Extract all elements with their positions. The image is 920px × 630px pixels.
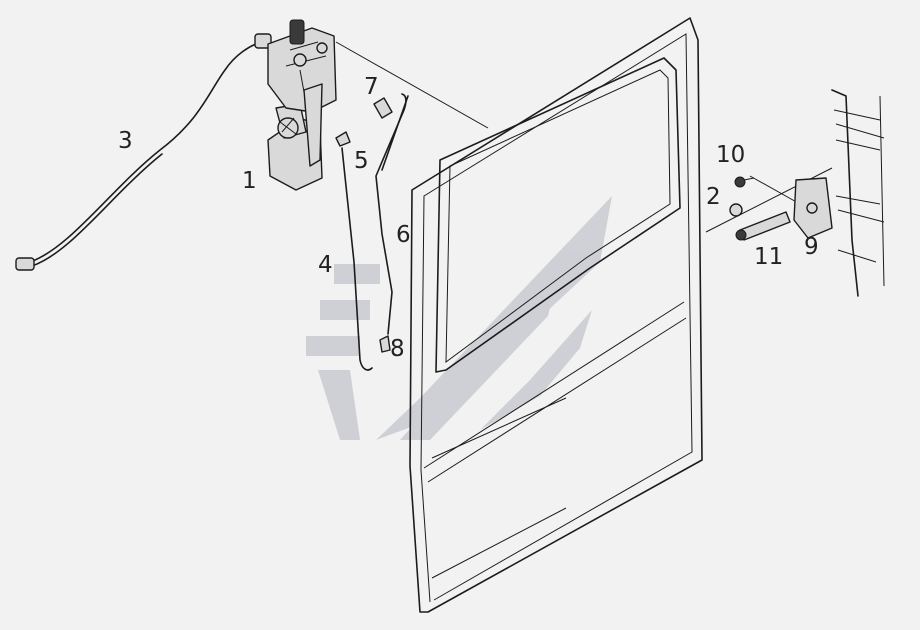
cable-part-3 [15, 33, 272, 271]
callout-9: 9 [804, 234, 819, 260]
callout-5: 5 [354, 148, 369, 174]
callout-7: 7 [364, 74, 379, 100]
callout-10: 10 [716, 142, 745, 168]
cable-end-fitting-left [15, 257, 35, 271]
callout-11: 11 [754, 244, 783, 270]
lock-mechanism-part-1 [267, 19, 337, 191]
callout-4: 4 [318, 252, 333, 278]
callout-3: 3 [118, 128, 133, 154]
door-panel [409, 17, 703, 613]
callout-8: 8 [390, 336, 405, 362]
callout-1: 1 [242, 168, 257, 194]
callout-6: 6 [396, 222, 411, 248]
bolt-part-10 [734, 176, 755, 188]
callout-labels: 1 2 3 4 5 6 7 8 9 10 11 [118, 74, 819, 362]
door-pillar [831, 89, 885, 297]
rod-part-4 [341, 147, 373, 371]
clip-part-5 [335, 131, 351, 147]
pin-part-11 [735, 211, 791, 241]
leader-lines [335, 41, 833, 233]
cable-end-fitting-right [254, 33, 272, 49]
callout-2: 2 [706, 184, 721, 210]
washer-part-2 [729, 203, 743, 217]
clip-part-7 [373, 97, 393, 119]
bracket-part-9 [793, 177, 833, 239]
watermark-logo [306, 196, 612, 440]
rod-part-6 [375, 93, 409, 335]
clip-part-8 [379, 335, 391, 353]
